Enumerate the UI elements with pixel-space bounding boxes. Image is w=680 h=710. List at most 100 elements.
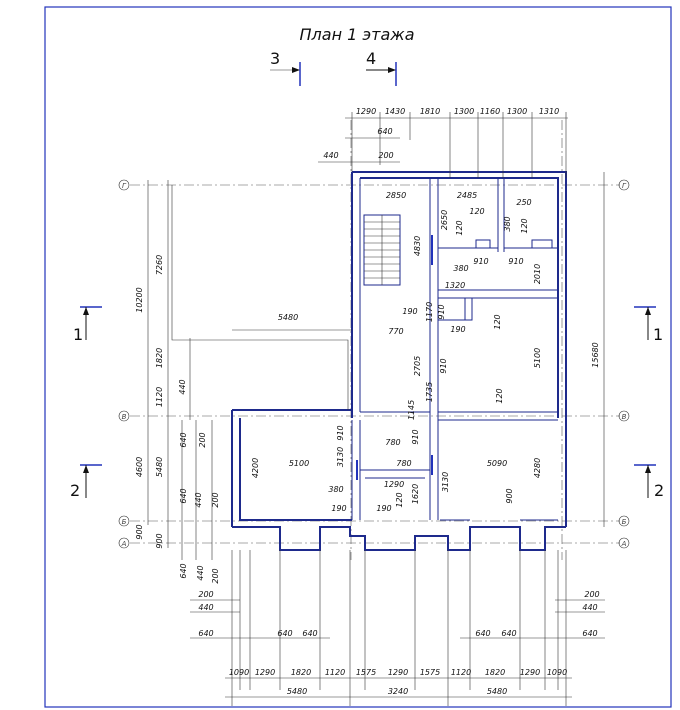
svg-text:4830: 4830 (413, 236, 422, 256)
svg-text:2485: 2485 (457, 191, 477, 200)
svg-text:2850: 2850 (386, 191, 406, 200)
svg-text:5480: 5480 (287, 687, 307, 696)
bottom-dimension-row-2: 5480 3240 5480 (225, 687, 572, 698)
section-mark-4: 4 (366, 49, 397, 86)
svg-text:В: В (122, 413, 127, 421)
svg-text:640: 640 (198, 629, 213, 638)
svg-text:1735: 1735 (425, 382, 434, 402)
svg-text:640: 640 (179, 432, 188, 447)
svg-text:200: 200 (378, 151, 393, 160)
drawing-frame (44, 6, 672, 708)
svg-text:190: 190 (450, 325, 465, 334)
svg-text:910: 910 (508, 257, 523, 266)
svg-text:910: 910 (336, 425, 345, 440)
svg-text:5090: 5090 (487, 459, 507, 468)
svg-text:5480: 5480 (278, 313, 298, 322)
svg-text:3240: 3240 (388, 687, 408, 696)
svg-text:380: 380 (453, 264, 468, 273)
svg-text:200: 200 (198, 590, 213, 599)
svg-text:200: 200 (584, 590, 599, 599)
svg-text:Г: Г (122, 182, 127, 190)
svg-text:120: 120 (495, 388, 504, 403)
svg-text:4200: 4200 (251, 458, 260, 478)
svg-text:380: 380 (328, 485, 343, 494)
svg-text:1300: 1300 (454, 107, 474, 116)
svg-text:900: 900 (135, 524, 144, 539)
svg-text:120: 120 (469, 207, 484, 216)
svg-text:640: 640 (277, 629, 292, 638)
svg-text:2705: 2705 (413, 356, 422, 376)
svg-text:780: 780 (385, 438, 400, 447)
svg-text:640: 640 (377, 127, 392, 136)
top-dimension-texts: 1290 1430 1810 1300 1160 1300 1310 640 4… (323, 107, 559, 160)
svg-text:200: 200 (198, 432, 207, 447)
svg-text:640: 640 (302, 629, 317, 638)
svg-text:640: 640 (501, 629, 516, 638)
svg-text:440: 440 (582, 603, 597, 612)
svg-text:120: 120 (520, 218, 529, 233)
top-dimension-lines (318, 112, 568, 178)
svg-text:900: 900 (155, 533, 164, 548)
svg-text:Г: Г (622, 182, 627, 190)
svg-text:1090: 1090 (547, 668, 567, 677)
svg-text:5100: 5100 (289, 459, 309, 468)
svg-text:1145: 1145 (407, 400, 416, 420)
svg-text:640: 640 (179, 563, 188, 578)
svg-text:1: 1 (653, 325, 663, 344)
left-dimension-texts: 10200 7260 1820 1120 440 4600 640 200 54… (135, 255, 220, 584)
svg-text:1290: 1290 (384, 480, 404, 489)
svg-text:2: 2 (654, 481, 664, 500)
left-block-outline (171, 185, 352, 410)
plan-title: План 1 этажа (300, 25, 415, 44)
bottom-extension-lines (231, 550, 567, 706)
section-mark-2-left: 2 (70, 464, 102, 500)
left-dimension-lines (147, 180, 213, 560)
svg-text:5100: 5100 (533, 348, 542, 368)
svg-text:200: 200 (211, 568, 220, 583)
svg-text:190: 190 (376, 504, 391, 513)
svg-text:440: 440 (198, 603, 213, 612)
svg-text:250: 250 (516, 198, 531, 207)
svg-text:1290: 1290 (255, 668, 275, 677)
svg-text:1620: 1620 (411, 484, 420, 504)
svg-text:440: 440 (196, 565, 205, 580)
svg-text:380: 380 (503, 216, 512, 231)
svg-text:2: 2 (70, 481, 80, 500)
svg-text:910: 910 (439, 358, 448, 373)
svg-text:440: 440 (194, 492, 203, 507)
svg-text:1430: 1430 (385, 107, 405, 116)
svg-text:190: 190 (402, 307, 417, 316)
svg-text:1120: 1120 (451, 668, 471, 677)
svg-text:1820: 1820 (291, 668, 311, 677)
svg-text:1820: 1820 (155, 348, 164, 368)
svg-text:640: 640 (179, 488, 188, 503)
svg-text:1575: 1575 (420, 668, 440, 677)
svg-text:7260: 7260 (155, 255, 164, 275)
svg-text:3130: 3130 (441, 472, 450, 492)
svg-text:Б: Б (122, 518, 127, 526)
svg-text:1290: 1290 (520, 668, 540, 677)
svg-text:1810: 1810 (420, 107, 440, 116)
svg-text:1300: 1300 (507, 107, 527, 116)
svg-text:1290: 1290 (356, 107, 376, 116)
svg-text:5480: 5480 (155, 457, 164, 477)
svg-text:440: 440 (178, 379, 187, 394)
svg-text:В: В (622, 413, 627, 421)
room-dimensions: 2850 2485 250 120 120 2650 380 120 4830 … (251, 191, 542, 513)
svg-text:1290: 1290 (388, 668, 408, 677)
svg-text:1820: 1820 (485, 668, 505, 677)
svg-text:3130: 3130 (336, 447, 345, 467)
svg-text:120: 120 (493, 314, 502, 329)
svg-text:1160: 1160 (480, 107, 500, 116)
svg-text:1120: 1120 (325, 668, 345, 677)
svg-text:А: А (621, 540, 627, 548)
svg-text:900: 900 (505, 488, 514, 503)
svg-text:1575: 1575 (356, 668, 376, 677)
svg-text:1310: 1310 (539, 107, 559, 116)
svg-text:770: 770 (388, 327, 403, 336)
svg-text:Б: Б (622, 518, 627, 526)
svg-text:910: 910 (473, 257, 488, 266)
section-mark-2-right: 2 (634, 464, 664, 500)
svg-text:1: 1 (73, 325, 83, 344)
